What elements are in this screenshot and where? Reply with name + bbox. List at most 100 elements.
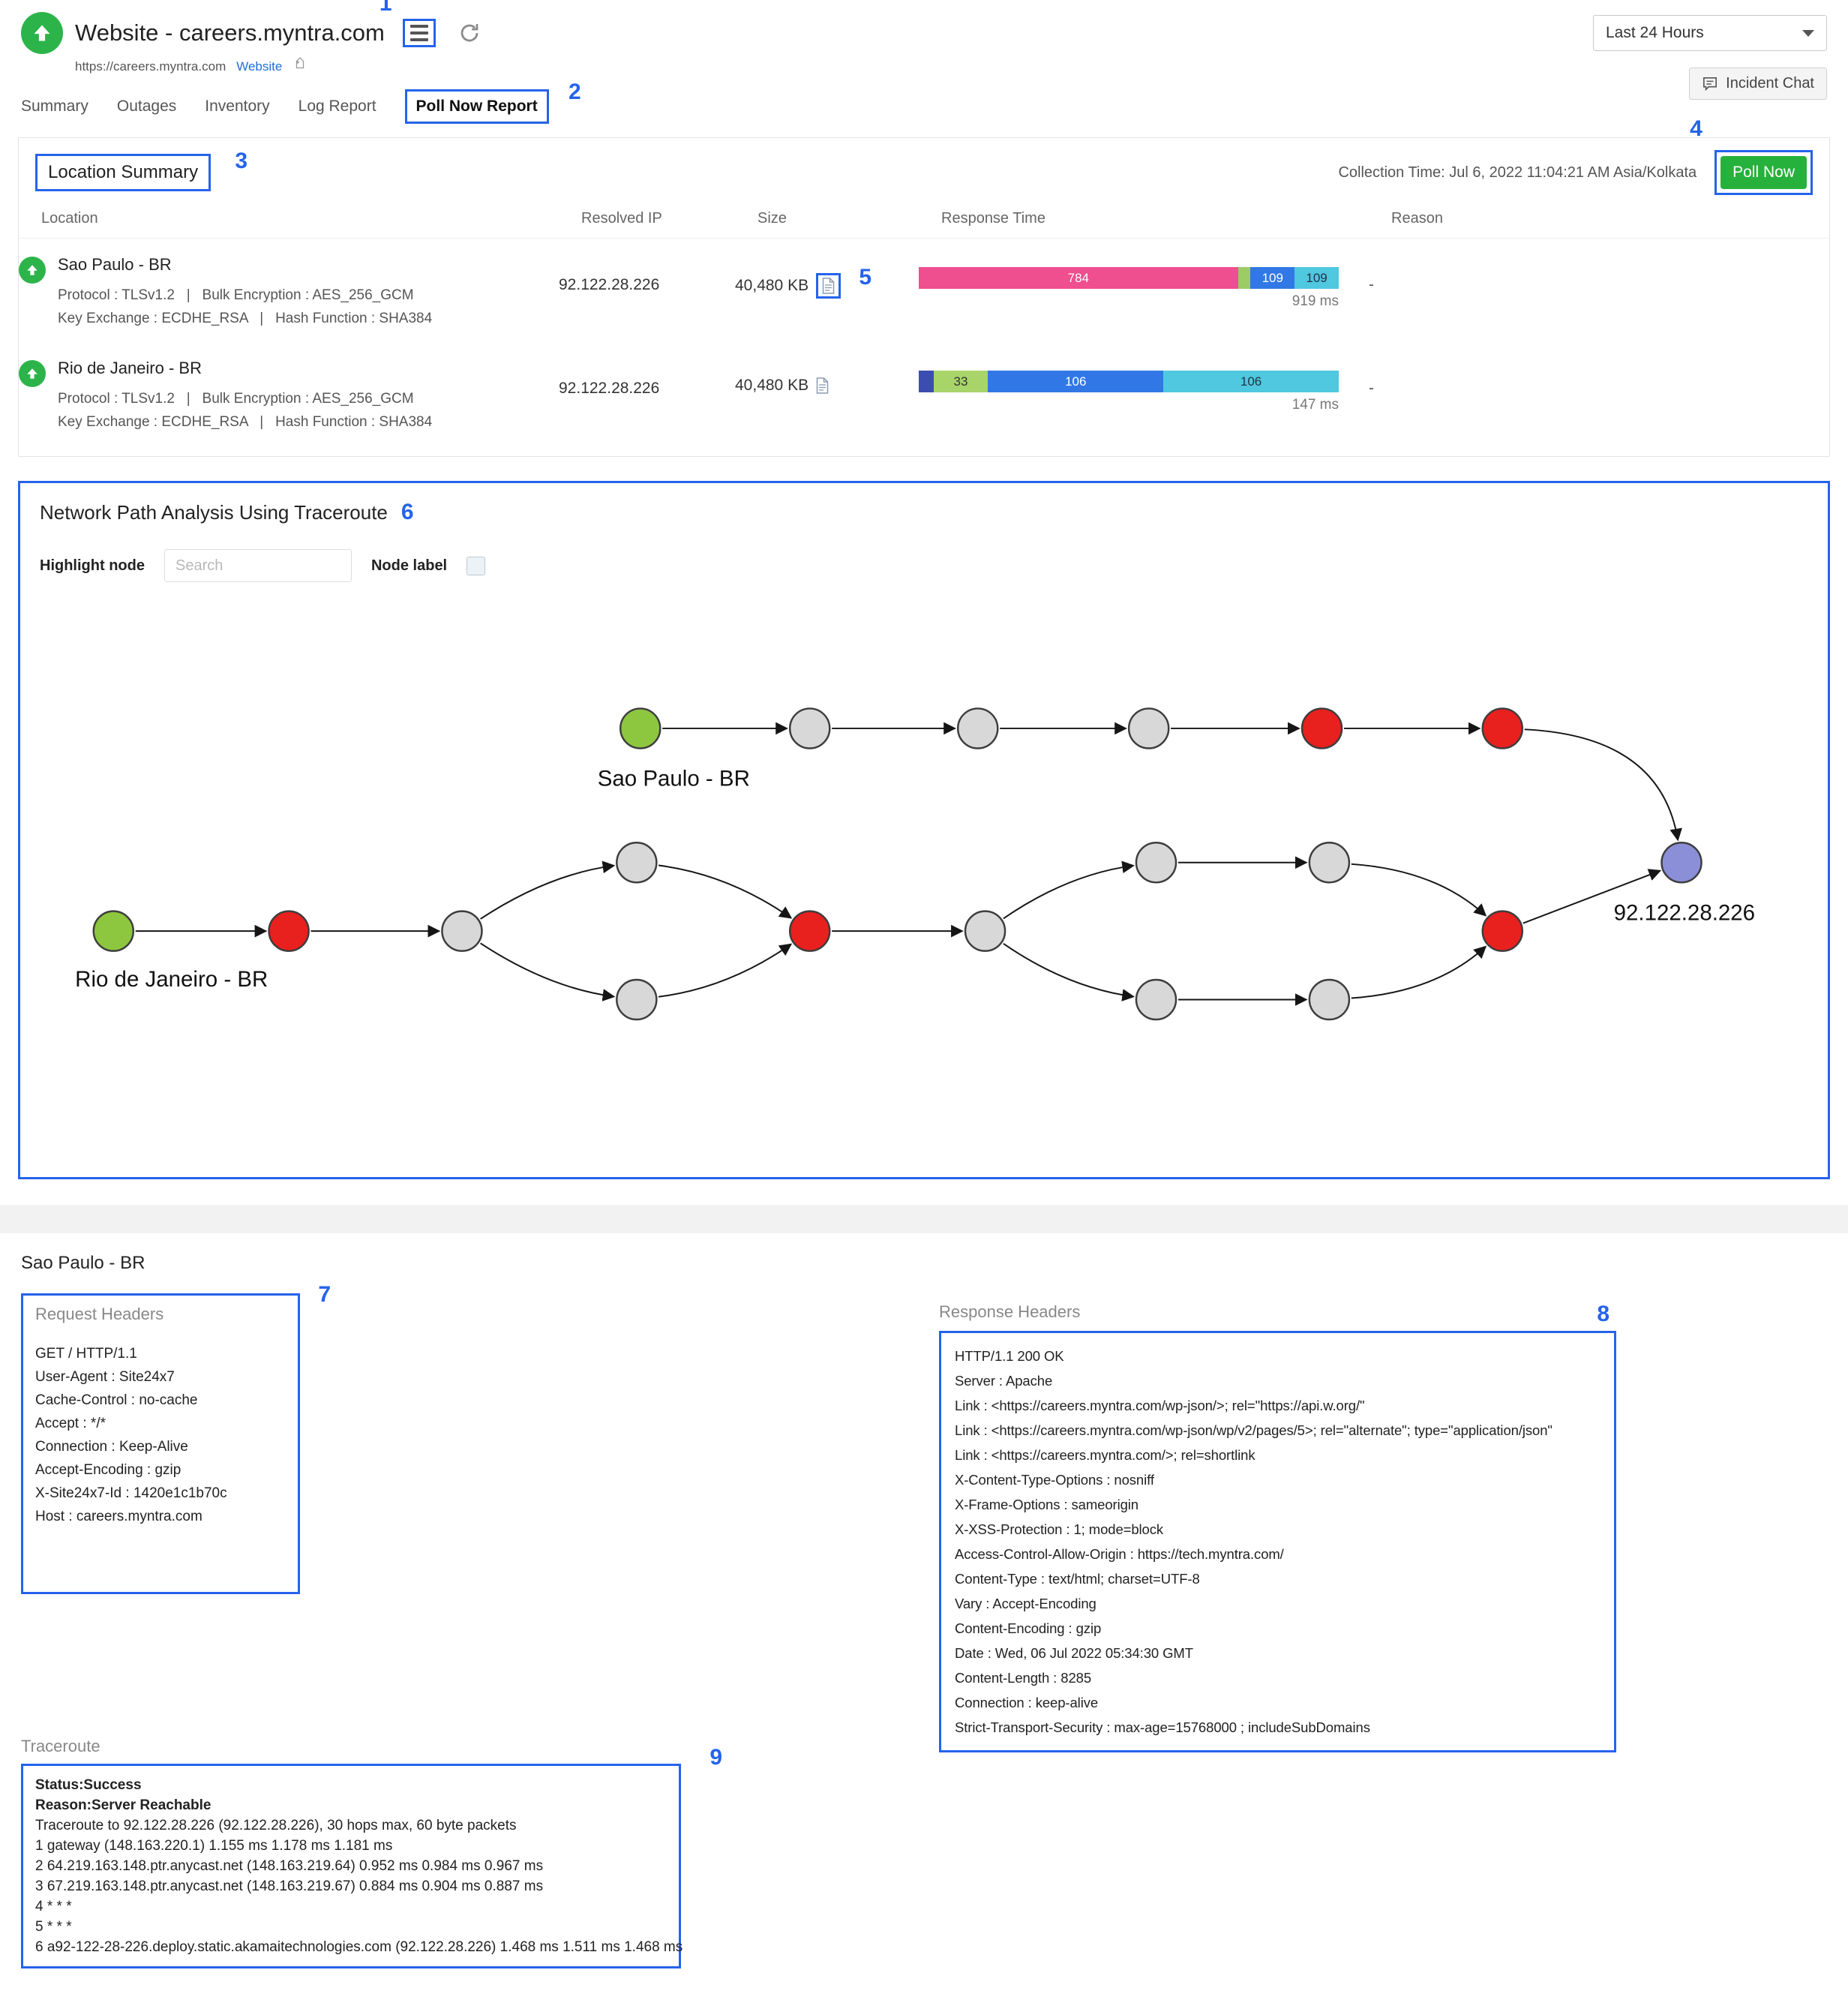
refresh-icon[interactable] [458, 22, 481, 44]
traceroute-line: Status:Success [35, 1777, 142, 1793]
col-resolved-ip: Resolved IP [581, 210, 662, 227]
graph-node-hop[interactable] [1308, 842, 1351, 884]
graph-node-alert[interactable] [788, 910, 831, 952]
response-bar-segment: 106 [1163, 371, 1339, 392]
traceroute-line: Traceroute to 92.122.28.226 (92.122.28.2… [35, 1818, 517, 1833]
annotation-6: 6 [400, 500, 414, 524]
tab-log-report[interactable]: Log Report [298, 98, 376, 115]
request-header-line: X-Site24x7-Id : 1420e1c1b70c [35, 1485, 227, 1501]
network-path-title: Network Path Analysis Using Traceroute [40, 500, 388, 524]
graph-node-source[interactable] [619, 707, 662, 749]
node-label-checkbox[interactable] [466, 556, 486, 575]
menu-icon[interactable] [410, 25, 428, 41]
graph-node-hop[interactable] [956, 707, 999, 749]
tab-outages[interactable]: Outages [116, 98, 177, 115]
response-headers-label: Response Headers [939, 1302, 1081, 1321]
graph-node-label: Sao Paulo - BR [598, 767, 750, 791]
graph-node-alert[interactable] [1300, 707, 1343, 749]
time-range-select[interactable]: Last 24 Hours [1593, 15, 1827, 51]
graph-node-hop[interactable] [441, 910, 483, 952]
graph-node-hop[interactable] [788, 707, 831, 749]
graph-node-hop[interactable] [1135, 842, 1178, 884]
document-icon[interactable] [816, 377, 829, 394]
section-divider [0, 1205, 1848, 1233]
annotation-box-9 traceroute-output: 9 Status:SuccessReason:Server ReachableT… [21, 1746, 722, 1968]
response-time-total: 147 ms [1292, 397, 1339, 413]
incident-chat-button[interactable]: Incident Chat [1689, 68, 1827, 100]
protocol-line: Protocol : TLSv1.2 | Bulk Encryption : A… [58, 391, 414, 407]
location-name: Sao Paulo - BR [58, 255, 172, 274]
annotation-9: 9 [710, 1745, 722, 1770]
reason-value: - [1369, 380, 1374, 397]
annotation-5: 5 [859, 265, 872, 290]
graph-edge [1522, 869, 1662, 924]
col-reason: Reason [1391, 210, 1443, 227]
graph-edge [658, 864, 793, 919]
request-header-line: Cache-Control : no-cache [35, 1392, 198, 1408]
response-header-line: Vary : Accept-Encoding [955, 1596, 1096, 1611]
network-path-card annotation-box-6: Network Path Analysis Using Traceroute 6… [18, 481, 1830, 1179]
graph-node-hop[interactable] [1308, 978, 1351, 1021]
location-name: Rio de Janeiro - BR [58, 359, 202, 377]
graph-node-label: Rio de Janeiro - BR [75, 967, 268, 992]
response-header-line: Strict-Transport-Security : max-age=1576… [955, 1719, 1370, 1735]
tab-poll-now-report[interactable]: Poll Now Report [416, 98, 538, 115]
traceroute-line: 4 * * * [35, 1899, 72, 1914]
graph-edge [658, 943, 793, 998]
request-header-line: GET / HTTP/1.1 [35, 1346, 137, 1362]
annotation-box-4: 4 Poll Now [1690, 118, 1813, 195]
graph-node-alert[interactable] [1481, 910, 1524, 952]
annotation-4: 4 [1690, 116, 1702, 141]
tab-bar: Summary Outages Inventory Log Report 2 P… [0, 76, 1848, 124]
graph-node-hop[interactable] [616, 978, 658, 1021]
response-bar-segment [1238, 267, 1251, 289]
collection-time: Collection Time: Jul 6, 2022 11:04:21 AM… [1338, 164, 1697, 181]
response-header-line: HTTP/1.1 200 OK [955, 1348, 1064, 1364]
tag-icon[interactable] [292, 57, 308, 76]
graph-edge [480, 860, 616, 920]
traceroute-line: 1 gateway (148.163.220.1) 1.155 ms 1.178… [35, 1838, 393, 1854]
graph-node-hop[interactable] [616, 842, 658, 884]
graph-node-target[interactable] [1660, 842, 1702, 884]
response-header-line: X-Content-Type-Options : nosniff [955, 1472, 1154, 1488]
graph-edge [1003, 860, 1135, 920]
tab-inventory[interactable]: Inventory [205, 98, 270, 115]
graph-node-alert[interactable] [1481, 707, 1524, 749]
time-range-value: Last 24 Hours [1606, 24, 1704, 41]
response-header-line: X-XSS-Protection : 1; mode=block [955, 1521, 1164, 1537]
graph-edge [1351, 863, 1487, 917]
tab-summary[interactable]: Summary [21, 98, 88, 115]
graph-node-alert[interactable] [268, 910, 310, 952]
graph-node-hop[interactable] [1135, 978, 1178, 1021]
request-headers-label: Request Headers [35, 1305, 164, 1323]
request-header-line: Connection : Keep-Alive [35, 1439, 188, 1455]
request-header-line: Accept-Encoding : gzip [35, 1462, 182, 1478]
highlight-node-search-input[interactable] [164, 549, 352, 582]
request-header-line: Host : careers.myntra.com [35, 1509, 202, 1524]
response-header-line: Content-Encoding : gzip [955, 1620, 1102, 1636]
graph-edge [480, 942, 616, 1002]
poll-now-button[interactable]: Poll Now [1720, 156, 1807, 189]
document-icon[interactable] [822, 278, 835, 294]
request-header-line: Accept : */* [35, 1416, 106, 1431]
size-value: 40,480 KB [735, 377, 809, 394]
table-header: Location Resolved IP Size Response Time … [19, 206, 1829, 239]
response-bar-segment: 109 [1250, 267, 1295, 289]
request-header-line: User-Agent : Site24x7 [35, 1369, 175, 1385]
graph-node-hop[interactable] [964, 910, 1006, 952]
response-header-line: Connection : keep-alive [955, 1695, 1099, 1710]
app-header: Website - careers.myntra.com 1 https://c… [0, 0, 1848, 100]
monitor-type-link[interactable]: Website [236, 59, 283, 74]
graph-node-source[interactable] [92, 910, 135, 952]
response-bar-segment: 109 [1294, 267, 1339, 289]
graph-node-hop[interactable] [1127, 707, 1170, 749]
protocol-line: Key Exchange : ECDHE_RSA | Hash Function… [58, 414, 433, 430]
table-row: Sao Paulo - BR Protocol : TLSv1.2 | Bulk… [19, 239, 1829, 342]
response-bar-segment: 33 [933, 371, 988, 392]
reason-value: - [1369, 276, 1374, 293]
